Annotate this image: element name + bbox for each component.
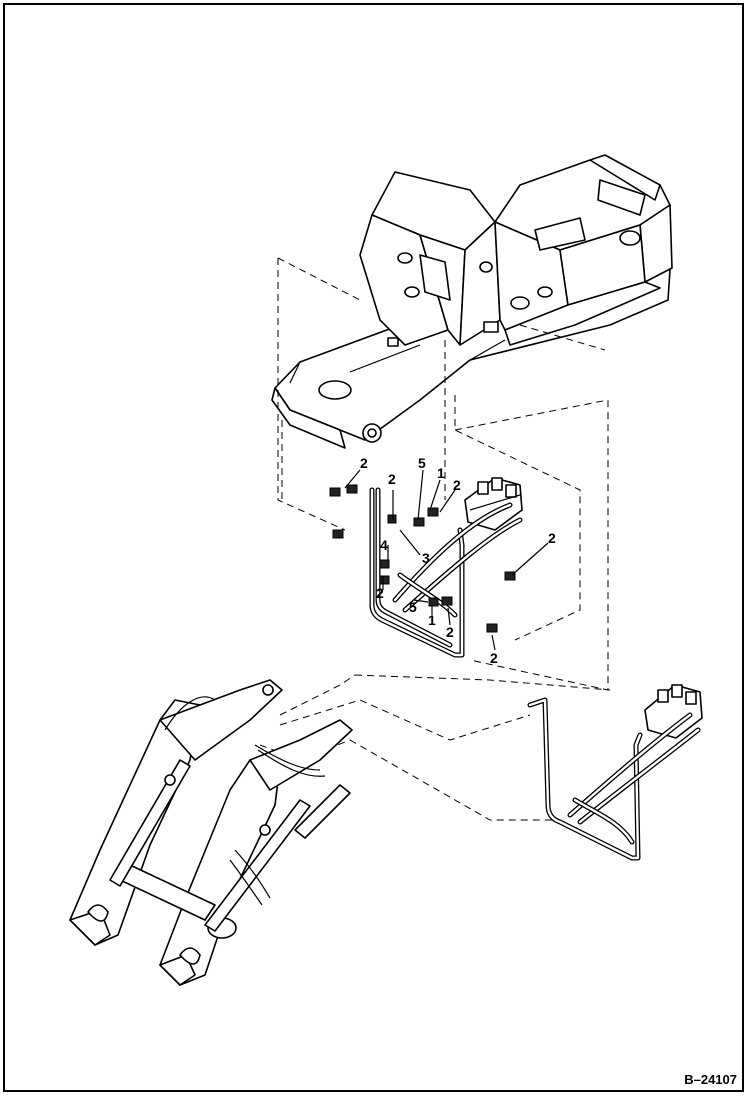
callout-label: 2 <box>446 624 454 640</box>
hydraulic-valve-illustration <box>464 477 523 531</box>
callout-label: 2 <box>376 585 384 601</box>
callout-label: 2 <box>453 477 461 493</box>
callout-label: 1 <box>437 465 445 481</box>
callout-label: 5 <box>418 455 426 471</box>
figure-number: B–24107 <box>684 1072 737 1087</box>
hydraulic-valve-illustration <box>644 684 703 739</box>
hydraulic-tube-illustration <box>527 697 701 861</box>
callout-label: 5 <box>409 599 417 615</box>
callout-leaders <box>344 469 549 651</box>
callout-label: 1 <box>428 612 436 628</box>
callout-label: 2 <box>360 455 368 471</box>
callout-label: 2 <box>388 471 396 487</box>
callout-labels: 2 2 5 1 2 2 4 3 2 5 1 2 2 <box>360 455 556 666</box>
callout-label: 3 <box>422 550 430 566</box>
diagram-border <box>3 3 744 1092</box>
callout-label: 4 <box>380 537 388 553</box>
hydraulic-tube-illustration <box>329 484 523 658</box>
main-frame-illustration <box>271 154 673 449</box>
callout-label: 2 <box>490 650 498 666</box>
callout-label: 2 <box>548 530 556 546</box>
loader-arm-illustration <box>69 679 353 986</box>
